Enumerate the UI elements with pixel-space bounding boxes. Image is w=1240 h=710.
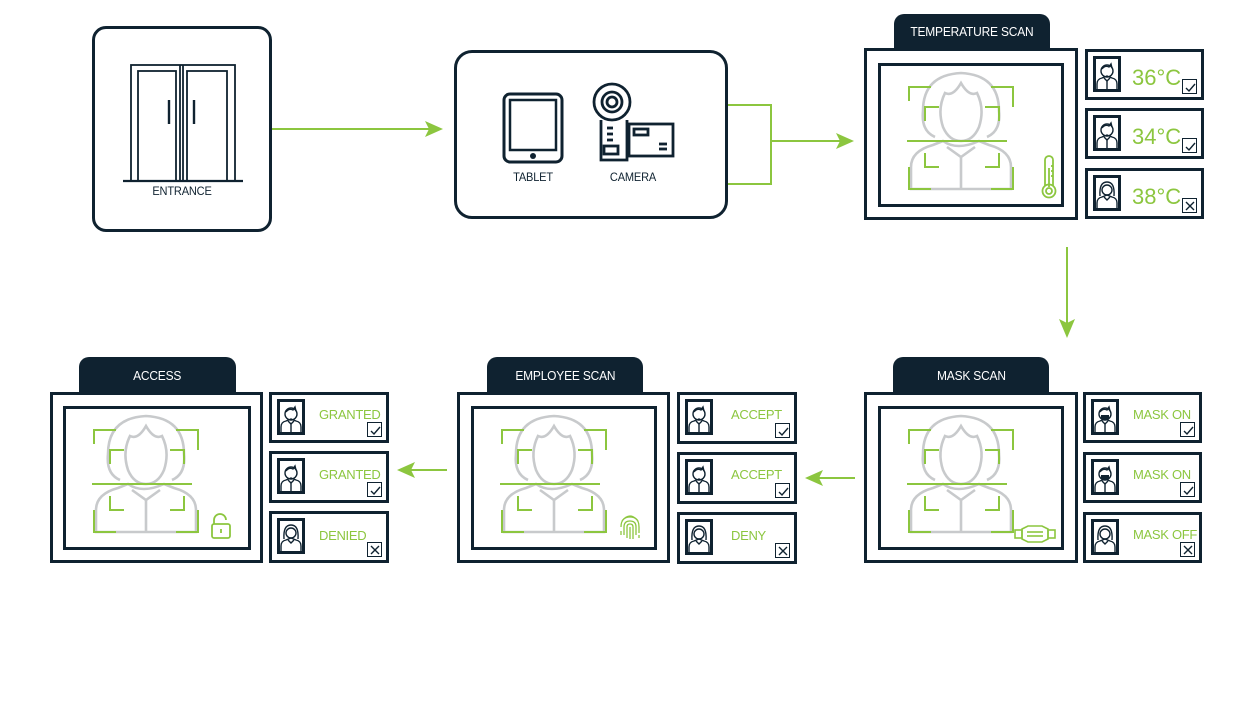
access-tab: ACCESS (79, 357, 236, 393)
check-icon (1180, 482, 1195, 497)
person-woman-avatar (1091, 519, 1119, 555)
entrance-label: ENTRANCE (152, 184, 212, 198)
result-card: 38°C (1085, 168, 1204, 219)
check-icon (1180, 422, 1195, 437)
result-card: MASK ON (1083, 392, 1202, 443)
access-panel (50, 392, 263, 563)
person-man-avatar (1093, 115, 1121, 151)
check-icon (1182, 138, 1197, 153)
mask-scan-panel (864, 392, 1078, 563)
access-screen (63, 406, 251, 550)
result-card: DENIED (269, 511, 389, 563)
result-card: DENY (677, 512, 797, 564)
check-icon (367, 422, 382, 437)
mask-status: MASK ON (1133, 467, 1191, 482)
employee-scan-panel (457, 392, 670, 563)
result-card: 36°C (1085, 49, 1204, 100)
check-icon (775, 423, 790, 438)
employee-scan-screen (471, 406, 657, 550)
person-man-avatar (685, 399, 713, 435)
employee-scan-title: EMPLOYEE SCAN (515, 367, 615, 383)
access-status: GRANTED (319, 467, 381, 482)
tablet-icon (502, 92, 564, 164)
cross-icon (1180, 542, 1195, 557)
result-card: GRANTED (269, 451, 389, 503)
unlocked-padlock-icon (211, 513, 231, 539)
result-card: GRANTED (269, 392, 389, 443)
result-card: 34°C (1085, 108, 1204, 159)
result-card: MASK ON (1083, 452, 1202, 503)
temperature-scan-title: TEMPERATURE SCAN (910, 24, 1034, 39)
arrowhead (425, 121, 443, 137)
check-icon (775, 483, 790, 498)
temperature-value: 36°C (1132, 65, 1182, 90)
device-label-tablet: TABLET (513, 170, 553, 184)
employee-status: ACCEPT (731, 407, 782, 422)
person-man-masked-avatar (1091, 399, 1119, 435)
person-man-avatar (1093, 56, 1121, 92)
entrance-box: ENTRANCE (92, 26, 272, 232)
employee-status: ACCEPT (731, 467, 782, 482)
person-man-avatar (277, 458, 305, 494)
access-status: GRANTED (319, 407, 381, 422)
arrowhead (836, 133, 854, 149)
employee-status: DENY (731, 528, 766, 543)
devices-box: TABLET CAMERA (454, 50, 728, 219)
mask-scan-tab: MASK SCAN (893, 357, 1049, 393)
face-scan-figure (90, 414, 200, 534)
arrowhead (1059, 319, 1075, 338)
employee-scan-tab: EMPLOYEE SCAN (487, 357, 643, 393)
mask-scan-screen (878, 406, 1064, 550)
mask-status: MASK ON (1133, 407, 1191, 422)
face-scan-figure (905, 71, 1015, 191)
temperature-value: 34°C (1132, 124, 1182, 149)
temperature-scan-tab: TEMPERATURE SCAN (894, 14, 1050, 49)
double-door-icon (123, 64, 243, 183)
person-man-avatar (277, 399, 305, 435)
check-icon (1182, 79, 1197, 94)
arrowhead (805, 470, 823, 486)
bracket-devices-to-temperature (728, 104, 772, 185)
check-icon (367, 482, 382, 497)
device-label-camera: CAMERA (609, 170, 657, 184)
result-card: MASK OFF (1083, 512, 1202, 563)
person-man-avatar (685, 459, 713, 495)
temperature-value: 38°C (1132, 184, 1182, 209)
person-woman-avatar (277, 518, 305, 554)
face-mask-icon (1014, 525, 1056, 543)
cross-icon (1182, 198, 1197, 213)
cross-icon (775, 543, 790, 558)
person-woman-avatar (685, 519, 713, 555)
mask-scan-title: MASK SCAN (936, 367, 1006, 383)
temperature-scan-screen (878, 63, 1064, 207)
video-camera-icon (592, 82, 675, 162)
person-man-masked-avatar (1091, 459, 1119, 495)
result-card: ACCEPT (677, 392, 797, 444)
cross-icon (367, 542, 382, 557)
thermometer-icon (1041, 155, 1057, 199)
temperature-scan-panel (864, 48, 1078, 220)
mask-status: MASK OFF (1133, 527, 1198, 542)
person-woman-avatar (1093, 175, 1121, 211)
face-scan-figure (498, 414, 608, 534)
access-status: DENIED (319, 528, 367, 543)
fingerprint-icon (620, 515, 640, 539)
result-card: ACCEPT (677, 452, 797, 504)
arrowhead (397, 462, 415, 478)
face-scan-figure (905, 414, 1015, 534)
access-title: ACCESS (133, 367, 182, 383)
